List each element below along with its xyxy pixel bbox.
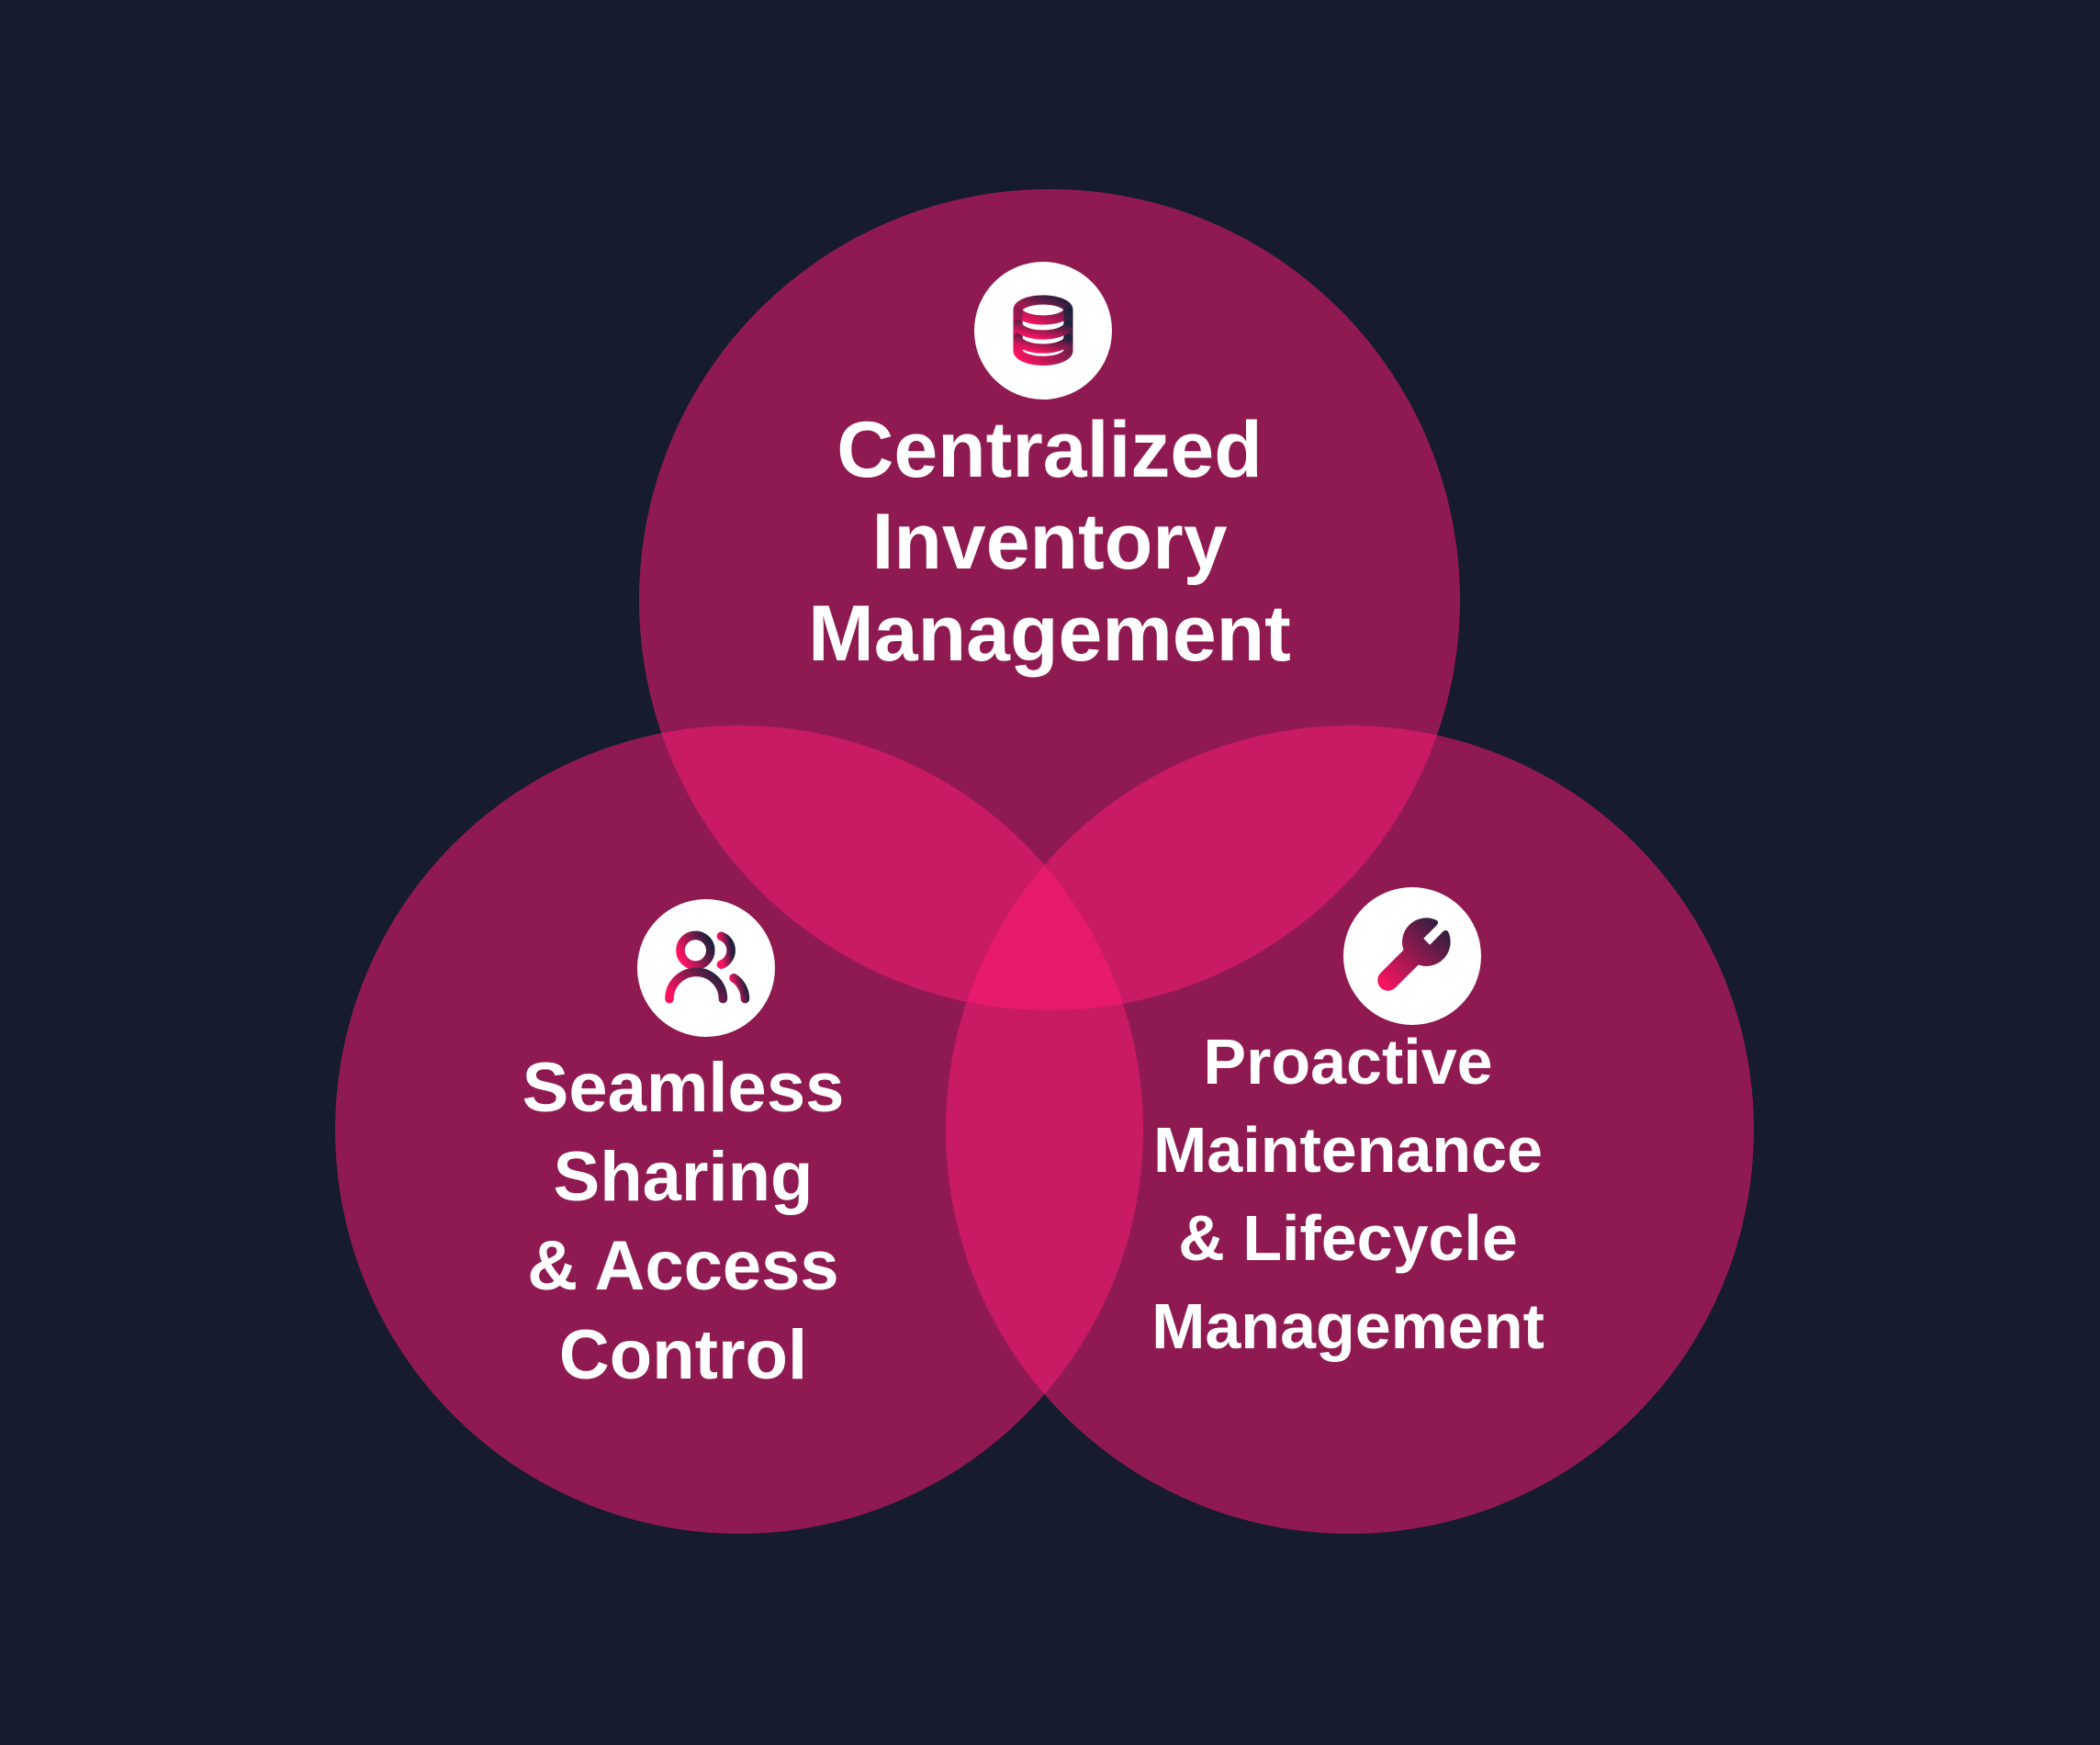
database-icon-glyph (1013, 295, 1073, 366)
label-top-circle: Centralized Inventory Management (808, 404, 1291, 680)
circle-bottom-left-region (335, 726, 1143, 1534)
label-line: Inventory (871, 498, 1228, 586)
wrench-icon-glyph (1377, 918, 1451, 991)
circle-bottom-right-region (946, 726, 1754, 1534)
label-line: & Lifecycle (1178, 1202, 1518, 1274)
label-bottom-left-circle: Seamless Sharing & Access Control (522, 1043, 845, 1400)
label-line: Maintenance (1153, 1114, 1543, 1186)
label-bottom-right-circle: Proactive Maintenance & Lifecycle Manage… (1151, 1018, 1544, 1370)
label-line: Control (558, 1316, 808, 1394)
label-line: Seamless (522, 1049, 845, 1127)
label-line: & Access (527, 1227, 839, 1305)
users-icon (637, 899, 775, 1037)
label-line: Sharing (553, 1138, 814, 1216)
label-line: Centralized (837, 406, 1263, 494)
database-icon (974, 262, 1112, 400)
label-line: Management (1151, 1290, 1544, 1362)
wrench-icon (1343, 887, 1481, 1025)
label-line: Management (808, 590, 1291, 678)
users-icon-glyph (665, 930, 750, 1004)
label-line: Proactive (1203, 1026, 1493, 1098)
